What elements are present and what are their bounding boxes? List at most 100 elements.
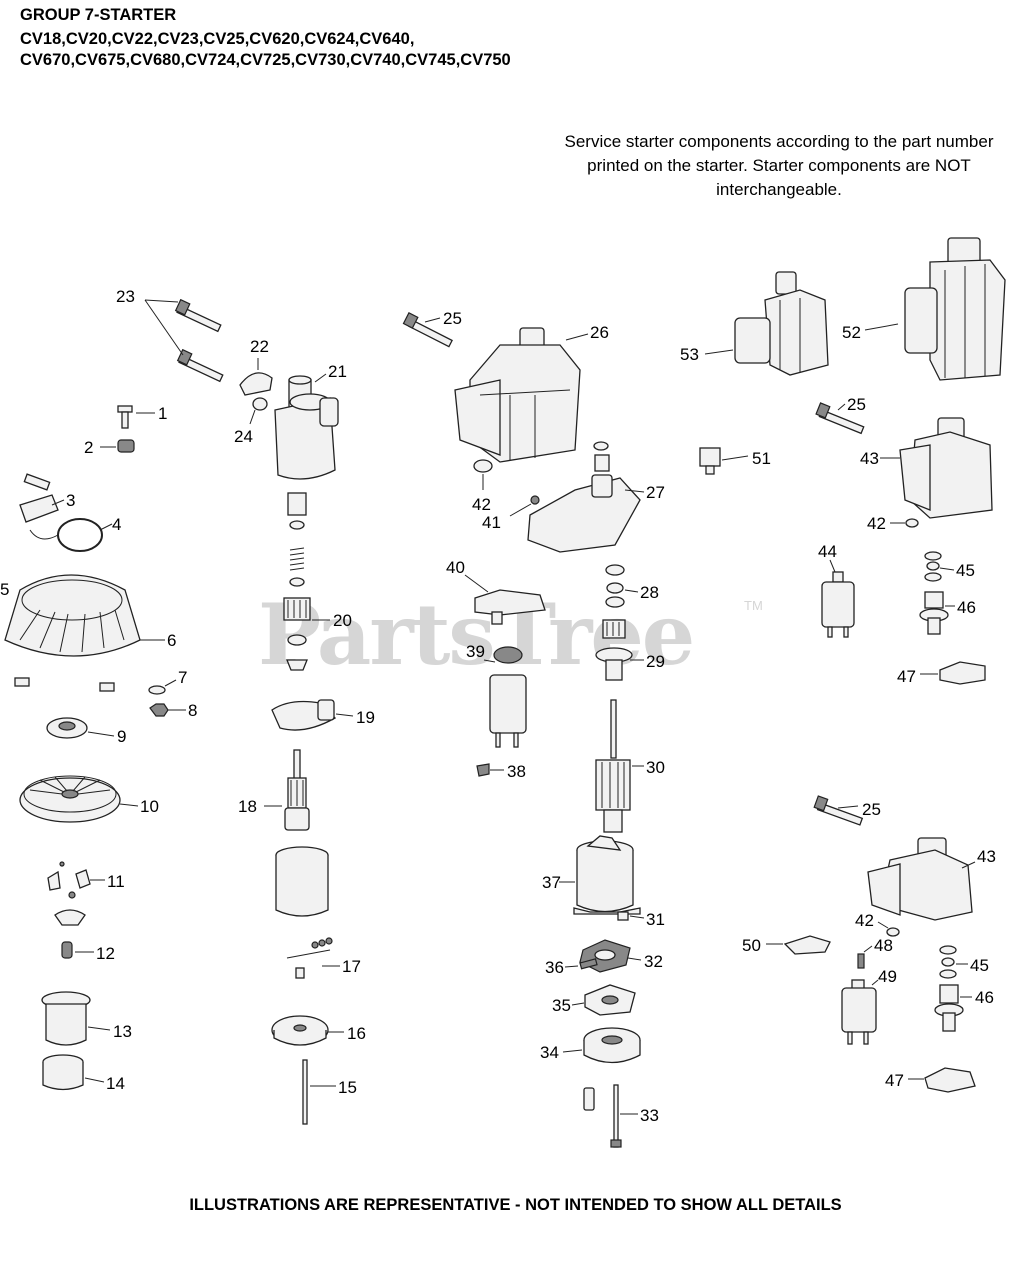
part-48-plug[interactable] xyxy=(857,953,865,969)
callout-9: 9 xyxy=(117,727,126,746)
callout-37: 37 xyxy=(542,873,561,892)
part-6-recoil-housing[interactable] xyxy=(4,574,141,692)
callout-21: 21 xyxy=(328,362,347,381)
callout-40: 40 xyxy=(446,558,465,577)
part-30-armature[interactable] xyxy=(595,699,631,833)
service-note: Service starter components according to … xyxy=(540,130,1018,202)
callout-11: 11 xyxy=(107,872,125,891)
callout-39: 39 xyxy=(466,642,485,661)
part-39-solenoid[interactable] xyxy=(489,646,527,748)
page-title: GROUP 7-STARTER xyxy=(20,6,177,24)
part-42-nut-bottom[interactable] xyxy=(886,927,900,937)
callout-42-bottom: 42 xyxy=(855,911,874,930)
part-1-screw[interactable] xyxy=(117,405,133,429)
callout-7: 7 xyxy=(178,668,187,687)
part-25-bolt-top[interactable] xyxy=(402,312,453,348)
part-26-starter-assembly[interactable] xyxy=(454,327,581,463)
part-46-pinion-top[interactable] xyxy=(919,591,949,635)
part-3-handle[interactable] xyxy=(19,473,59,523)
callout-46-bottom: 46 xyxy=(975,988,994,1007)
part-27-drive-housing[interactable] xyxy=(527,441,641,553)
part-47-lever-bottom[interactable] xyxy=(924,1067,976,1093)
part-9-bushing[interactable] xyxy=(46,717,88,739)
part-40-shift-lever[interactable] xyxy=(474,589,546,625)
part-31-bracket[interactable] xyxy=(573,907,641,921)
part-33-through-bolts[interactable] xyxy=(583,1084,622,1148)
part-23-bolts[interactable] xyxy=(174,298,224,383)
part-24-washer[interactable] xyxy=(252,397,268,411)
callout-4: 4 xyxy=(112,515,121,534)
part-29-drive-pinion[interactable] xyxy=(595,619,633,681)
part-2-nut[interactable] xyxy=(117,439,135,453)
motor-frame xyxy=(275,846,329,917)
part-18-armature[interactable] xyxy=(284,749,310,831)
part-34-end-cap[interactable] xyxy=(583,1027,641,1064)
callout-20: 20 xyxy=(333,611,352,630)
part-17-brushes[interactable] xyxy=(286,937,333,979)
callout-30: 30 xyxy=(646,758,665,777)
callout-18: 18 xyxy=(238,797,257,816)
callout-36: 36 xyxy=(545,958,564,977)
part-12-retainer[interactable] xyxy=(54,909,86,959)
callout-50: 50 xyxy=(742,936,761,955)
part-51-relay[interactable] xyxy=(699,447,721,475)
callout-51: 51 xyxy=(752,449,771,468)
callout-25-bottom[interactable]: 25 xyxy=(862,800,881,819)
part-43-starter-top[interactable] xyxy=(899,417,993,519)
part-25-bolt-right[interactable] xyxy=(815,402,865,435)
callout-25-top[interactable]: 25 xyxy=(443,309,462,328)
disclaimer-footer: ILLUSTRATIONS ARE REPRESENTATIVE - NOT I… xyxy=(0,1196,1031,1215)
callout-14: 14 xyxy=(106,1074,125,1093)
service-note-line-1: Service starter components according to … xyxy=(564,132,994,151)
part-14-cap[interactable] xyxy=(42,1054,84,1091)
callout-16: 16 xyxy=(347,1024,366,1043)
part-13-cup[interactable] xyxy=(41,991,91,1046)
part-42-nut-right[interactable] xyxy=(905,518,919,528)
callout-47-top: 47 xyxy=(897,667,916,686)
part-45-rings-top[interactable] xyxy=(924,551,942,582)
callout-28: 28 xyxy=(640,583,659,602)
part-28-retaining-rings[interactable] xyxy=(605,564,625,608)
part-20-pinion[interactable] xyxy=(283,597,311,671)
part-21-solenoid[interactable] xyxy=(274,375,339,480)
part-10-pulley[interactable] xyxy=(19,775,121,823)
callout-43-bottom: 43 xyxy=(977,847,996,866)
part-44-solenoid[interactable] xyxy=(821,571,855,638)
callout-6: 6 xyxy=(167,631,176,650)
part-45-rings-bottom[interactable] xyxy=(939,945,957,979)
part-41-nut[interactable] xyxy=(530,495,540,505)
part-35-insulator[interactable] xyxy=(584,984,636,1016)
part-52-starter-assembly[interactable] xyxy=(904,237,1006,381)
callout-46-top: 46 xyxy=(957,598,976,617)
callout-42-right: 42 xyxy=(867,514,886,533)
part-43-starter-bottom[interactable] xyxy=(867,837,973,921)
model-list-line-2: CV670,CV675,CV680,CV724,CV725,CV730,CV74… xyxy=(20,51,511,69)
part-7-washer[interactable] xyxy=(148,685,166,695)
part-11-pawls[interactable] xyxy=(47,861,91,899)
disclaimer-text: ILLUSTRATIONS ARE REPRESENTATIVE - NOT I… xyxy=(189,1196,842,1214)
part-22-clamp[interactable] xyxy=(239,372,273,396)
part-53-starter-assembly[interactable] xyxy=(734,271,829,376)
callout-5: 5 xyxy=(0,580,9,599)
part-37-frame[interactable] xyxy=(576,835,634,913)
part-49-solenoid[interactable] xyxy=(841,979,877,1045)
part-50-plate[interactable] xyxy=(783,935,831,955)
part-19-drive-end-cap[interactable] xyxy=(271,699,337,731)
part-8-nut[interactable] xyxy=(149,703,169,717)
callout-45-top: 45 xyxy=(956,561,975,580)
callout-25-right[interactable]: 25 xyxy=(847,395,866,414)
part-25-bolt-bottom[interactable] xyxy=(813,795,864,826)
part-16-brush-holder[interactable] xyxy=(271,1015,329,1046)
part-15-through-bolt[interactable] xyxy=(302,1059,308,1125)
callout-52: 52 xyxy=(842,323,861,342)
part-36-screw[interactable] xyxy=(579,958,598,970)
plunger-stack xyxy=(287,492,307,587)
service-note-line-2: printed on the starter. Starter componen… xyxy=(587,156,971,175)
callout-43-top: 43 xyxy=(860,449,879,468)
part-47-lever-top[interactable] xyxy=(939,661,986,685)
part-4-rope[interactable] xyxy=(29,518,103,552)
callout-27: 27 xyxy=(646,483,665,502)
part-38-plug[interactable] xyxy=(476,763,490,777)
part-42-nut-middle[interactable] xyxy=(473,459,493,473)
part-46-pinion-bottom[interactable] xyxy=(934,984,964,1032)
